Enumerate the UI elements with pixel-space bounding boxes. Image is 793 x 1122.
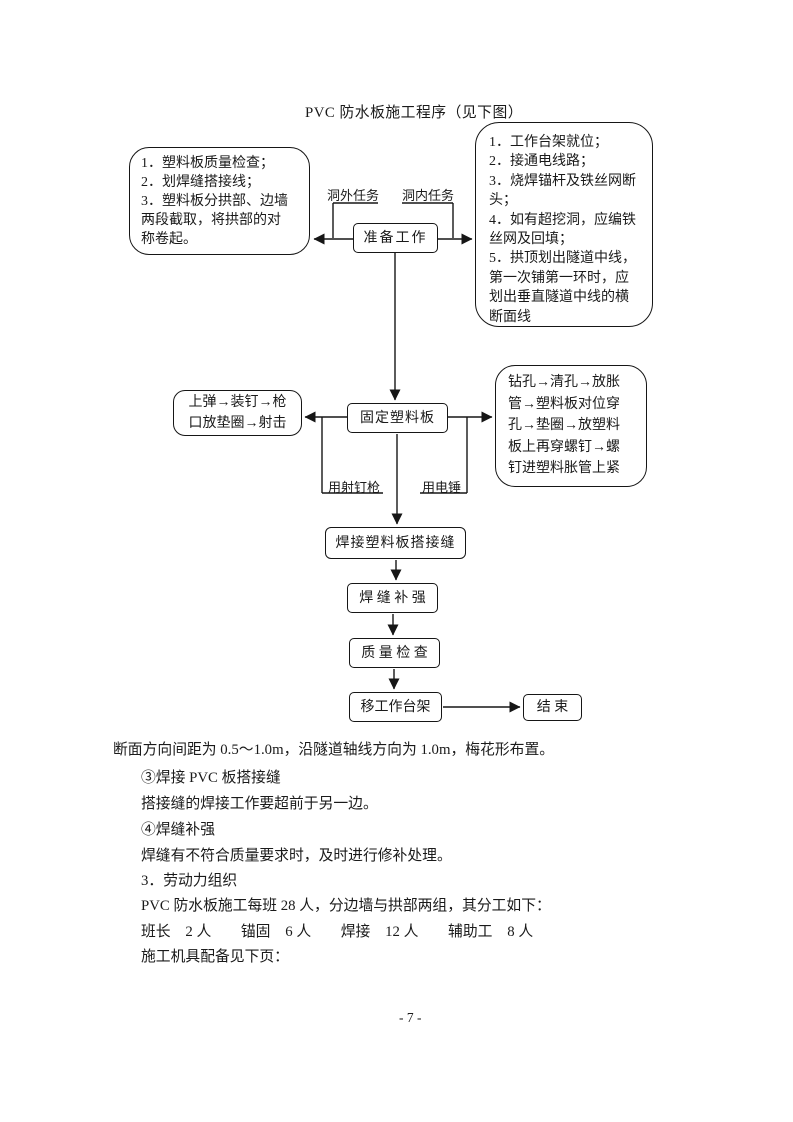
- body-line: 焊缝有不符合质量要求时，及时进行修补处理。: [141, 848, 452, 864]
- body-line: 搭接缝的焊接工作要超前于另一边。: [141, 796, 378, 812]
- flow-box-quality: 质 量 检 查: [349, 638, 440, 668]
- flow-label-nail-gun: 用射钉枪: [328, 480, 381, 495]
- flow-label-hammer: 用电锤: [422, 480, 462, 495]
- flow-box-outside-tasks: 1．塑料板质量检查； 2．划焊缝搭接线； 3．塑料板分拱部、边墙 两段截取，将拱…: [129, 147, 310, 255]
- flow-box-move: 移工作台架: [349, 692, 442, 722]
- flow-box-reinforce: 焊 缝 补 强: [347, 583, 438, 613]
- page-title: PVC 防水板施工程序（见下图）: [305, 105, 524, 121]
- flow-box-weld: 焊接塑料板搭接缝: [325, 527, 466, 559]
- body-line: PVC 防水板施工每班 28 人，分边墙与拱部两组，其分工如下：: [141, 898, 551, 914]
- body-line: 3．劳动力组织: [141, 873, 238, 889]
- flow-box-hammer: 钻孔→清孔→放胀 管→塑料板对位穿 孔→垫圈→放塑料 板上再穿螺钉→螺 钉进塑料…: [495, 365, 647, 487]
- flow-box-nail-gun: 上弹→装钉→枪 口放垫圈→射击: [173, 390, 302, 436]
- flow-label-outside-tasks: 洞外任务: [327, 188, 380, 203]
- body-line: 断面方向间距为 0.5～1.0m，沿隧道轴线方向为 1.0m，梅花形布置。: [113, 742, 555, 758]
- body-line: 班长 2 人 锚固 6 人 焊接 12 人 辅助工 8 人: [141, 924, 534, 940]
- flow-box-prepare: 准备工作: [353, 223, 438, 253]
- flow-box-inside-tasks: 1．工作台架就位； 2．接通电线路； 3．烧焊锚杆及铁丝网断 头； 4．如有超挖…: [475, 122, 653, 327]
- body-line: ④焊缝补强: [141, 822, 215, 838]
- body-line: 施工机具配备见下页：: [141, 949, 289, 965]
- body-line: ③焊接 PVC 板搭接缝: [141, 770, 281, 786]
- flow-box-end: 结 束: [523, 694, 582, 721]
- flow-box-fix: 固定塑料板: [347, 403, 448, 433]
- flow-label-inside-tasks: 洞内任务: [402, 188, 455, 203]
- page-number: - 7 -: [399, 1010, 422, 1025]
